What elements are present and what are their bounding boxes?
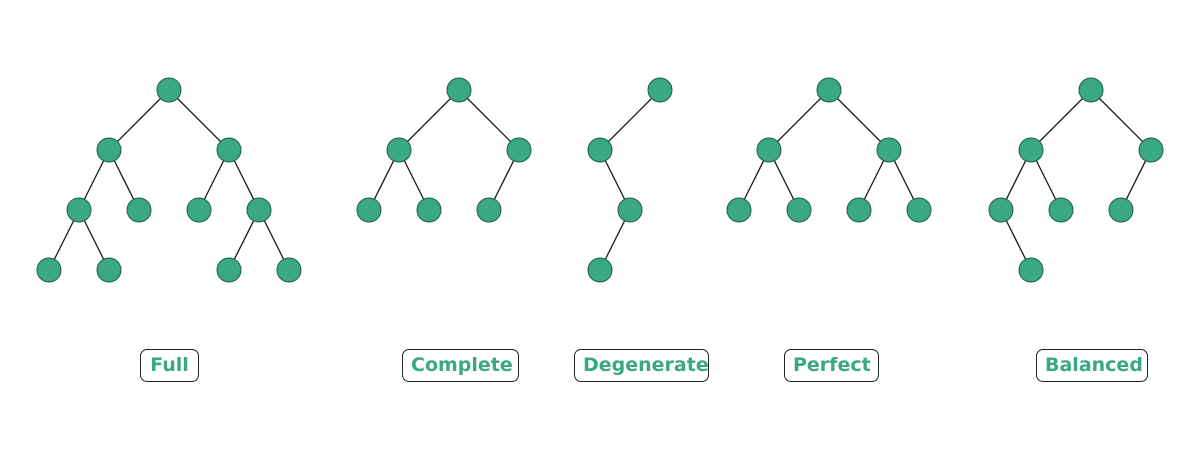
tree-node	[96, 137, 122, 163]
tree-edge	[599, 89, 661, 151]
tree-node	[36, 257, 62, 283]
tree-complete	[356, 77, 532, 223]
label-complete: Complete	[402, 349, 519, 382]
tree-node	[186, 197, 212, 223]
tree-node	[647, 77, 673, 103]
tree-node	[786, 197, 812, 223]
tree-perfect	[726, 77, 932, 223]
tree-edge	[1090, 89, 1152, 151]
tree-node	[906, 197, 932, 223]
tree-full	[36, 77, 302, 283]
tree-node	[876, 137, 902, 163]
tree-node	[156, 77, 182, 103]
tree-node	[846, 197, 872, 223]
tree-node	[216, 257, 242, 283]
label-perfect: Perfect	[784, 349, 879, 382]
tree-node	[587, 137, 613, 163]
tree-node	[1018, 257, 1044, 283]
tree-node	[726, 197, 752, 223]
tree-balanced	[988, 77, 1164, 283]
tree-node	[66, 197, 92, 223]
tree-node	[1078, 77, 1104, 103]
tree-node	[96, 257, 122, 283]
tree-node	[816, 77, 842, 103]
tree-edge	[1030, 89, 1092, 151]
tree-node	[386, 137, 412, 163]
label-balanced: Balanced	[1036, 349, 1148, 382]
tree-node	[246, 197, 272, 223]
tree-node	[416, 197, 442, 223]
tree-degenerate	[587, 77, 673, 283]
tree-node	[756, 137, 782, 163]
tree-edge	[458, 89, 520, 151]
tree-node	[1138, 137, 1164, 163]
tree-node	[587, 257, 613, 283]
tree-node	[356, 197, 382, 223]
tree-node	[617, 197, 643, 223]
tree-node	[506, 137, 532, 163]
tree-edge	[398, 89, 460, 151]
tree-node	[1018, 137, 1044, 163]
tree-edge	[168, 89, 230, 151]
tree-node	[216, 137, 242, 163]
tree-edge	[768, 89, 830, 151]
tree-node	[1048, 197, 1074, 223]
tree-node	[276, 257, 302, 283]
tree-node	[1108, 197, 1134, 223]
tree-node	[988, 197, 1014, 223]
label-full: Full	[140, 349, 199, 382]
tree-node	[126, 197, 152, 223]
tree-edge	[828, 89, 890, 151]
tree-node	[476, 197, 502, 223]
tree-edge	[108, 89, 170, 151]
tree-node	[446, 77, 472, 103]
label-degenerate: Degenerate	[574, 349, 709, 382]
